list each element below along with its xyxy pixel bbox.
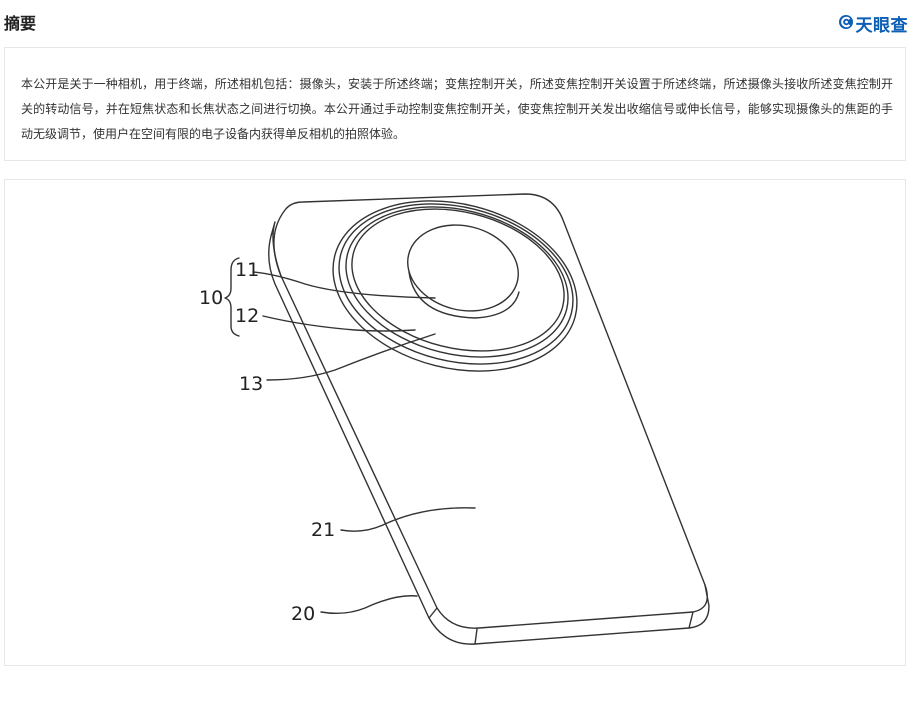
patent-drawing: 10 11 12 13 21 20	[199, 193, 710, 645]
label-21: 21	[311, 519, 335, 541]
camera-ring-outer	[332, 200, 578, 372]
brand-logo[interactable]: 天眼查	[838, 11, 909, 36]
label-10: 10	[199, 287, 223, 309]
label-13: 13	[239, 373, 263, 395]
section-header: 摘要 天眼查	[4, 6, 908, 38]
leader-11	[252, 271, 436, 299]
leader-13	[266, 333, 436, 381]
patent-drawing-panel: 10 11 12 13 21 20	[4, 179, 906, 666]
label-11: 11	[235, 259, 259, 281]
leader-20	[320, 595, 418, 615]
tianyancha-logo-icon	[838, 14, 854, 34]
brace-10	[224, 257, 240, 337]
phone-body-outline	[273, 193, 708, 629]
label-20: 20	[291, 603, 315, 625]
leader-12	[262, 315, 416, 332]
leader-21	[340, 507, 476, 532]
camera-lens	[407, 224, 519, 312]
section-title: 摘要	[4, 14, 37, 33]
label-12: 12	[235, 305, 259, 327]
abstract-text: 本公开是关于一种相机，用于终端，所述相机包括：摄像头，安装于所述终端；变焦控制开…	[21, 77, 893, 141]
abstract-panel: 本公开是关于一种相机，用于终端，所述相机包括：摄像头，安装于所述终端；变焦控制开…	[4, 47, 906, 161]
brand-name: 天眼查	[855, 16, 908, 36]
